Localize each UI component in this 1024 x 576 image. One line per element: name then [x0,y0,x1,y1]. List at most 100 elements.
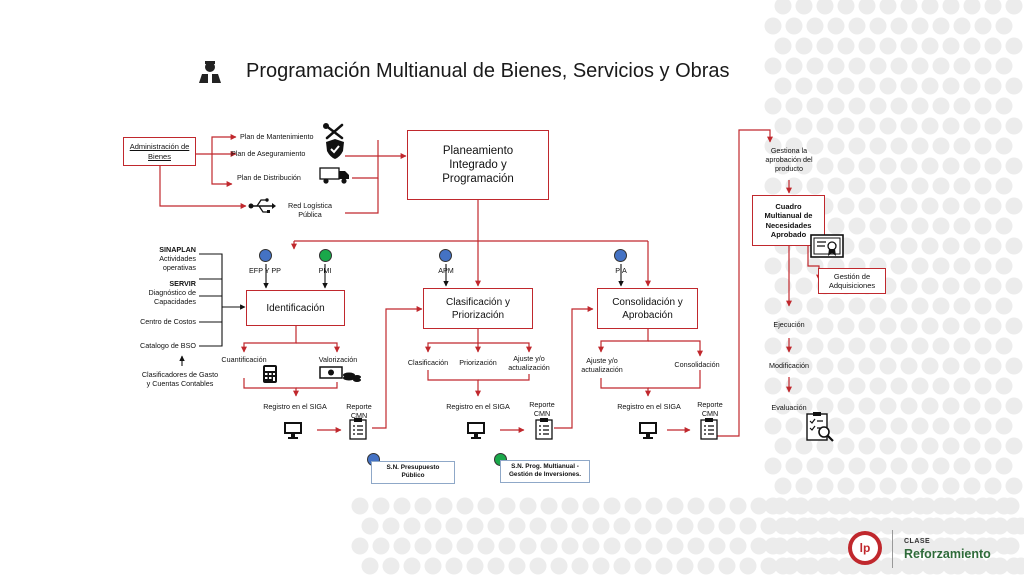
watermark-dot [942,77,960,95]
watermark-dot [932,377,950,395]
watermark-dot [760,557,778,575]
watermark-dot [963,477,981,495]
watermark-dot [487,517,505,535]
watermark-dot [879,237,897,255]
watermark-dot [995,297,1013,315]
watermark-dot [708,537,726,555]
stage2-report-icon [535,418,553,445]
watermark-dot [942,157,960,175]
watermark-dot [764,377,782,395]
watermark-dot [739,517,757,535]
watermark-dot [890,17,908,35]
watermark-dot [942,117,960,135]
watermark-dot [921,437,939,455]
watermark-dot [718,557,736,575]
watermark-dot [928,517,946,535]
plan-aseguramiento-label: Plan de Aseguramiento [231,149,306,158]
watermark-dot [963,397,981,415]
watermark-dot [848,297,866,315]
watermark-dot [795,77,813,95]
watermark-dot [739,557,757,575]
watermark-dot [687,497,705,515]
watermark-dot [974,177,992,195]
watermark-dot [414,497,432,515]
watermark-dot [795,437,813,455]
watermark-dot [529,517,547,535]
watermark-dot [995,177,1013,195]
watermark-dot [949,517,967,535]
watermark-dot [911,417,929,435]
watermark-dot [900,437,918,455]
watermark-dot [879,77,897,95]
watermark-dot [890,377,908,395]
watermark-dot [921,77,939,95]
watermark-dot [466,557,484,575]
watermark-dot [942,477,960,495]
consolidacion-aprobacion-box: Consolidación y Aprobación [597,288,698,329]
gestiona-label: Gestiona la aprobación del producto [765,146,813,173]
watermark-dot [974,57,992,75]
watermark-dot [802,557,820,575]
watermark-dot [582,497,600,515]
watermark-dot [795,117,813,135]
watermark-dot [816,317,834,335]
watermark-dot [953,257,971,275]
watermark-dot [984,37,1002,55]
watermark-dot [984,117,1002,135]
watermark-dot [953,417,971,435]
watermark-dot [571,517,589,535]
watermark-dot [827,57,845,75]
watermark-dot [1005,357,1023,375]
watermark-dot [932,257,950,275]
watermark-dot [858,397,876,415]
watermark-dot [900,277,918,295]
watermark-dot [970,557,988,575]
clasificacion-priorizacion-label: Clasificación y Priorización [446,296,510,321]
pia-label: PIA [615,266,627,275]
watermark-dot [984,397,1002,415]
watermark-dot [1005,37,1023,55]
diagnostico-label: Diagnóstico de Capacidades [148,288,196,306]
watermark-dot [834,537,852,555]
watermark-dot [624,497,642,515]
watermark-dot [995,217,1013,235]
watermark-dot [921,317,939,335]
actividades-label: Actividades operativas [159,254,196,272]
consolidacion-label: Consolidación [674,360,720,369]
watermark-dot [806,377,824,395]
watermark-dot [795,317,813,335]
brand-logo-text: lp [859,541,871,555]
watermark-dot [911,217,929,235]
watermark-dot [806,137,824,155]
watermark-dot [435,537,453,555]
watermark-dot [953,97,971,115]
watermark-dot [837,357,855,375]
watermark-dot [858,0,876,15]
watermark-dot [827,137,845,155]
watermark-dot [424,557,442,575]
watermark-dot [519,537,537,555]
watermark-dot [795,37,813,55]
watermark-dot [666,497,684,515]
watermark-dot [963,357,981,375]
watermark-dot [613,517,631,535]
legend-sn-prog-label: S.N. Prog. Multianual - Gestión de Inver… [508,463,582,478]
watermark-dot [806,297,824,315]
planeamiento-box: Planeamiento Integrado y Programación [407,130,549,200]
watermark-dot [540,537,558,555]
stage2-blue-circle [439,249,452,262]
servir-label: SERVIR [169,279,196,288]
watermark-dot [795,157,813,175]
apm-label: APM [438,266,454,275]
watermark-dot [858,77,876,95]
watermark-dot [645,497,663,515]
watermark-dot [806,97,824,115]
watermark-dot [837,0,855,15]
watermark-dot [981,497,999,515]
watermark-dot [774,397,792,415]
priorizacion-label: Priorización [459,358,497,367]
watermark-dot [890,137,908,155]
usb-network-icon [248,198,276,219]
watermark-dot [372,537,390,555]
